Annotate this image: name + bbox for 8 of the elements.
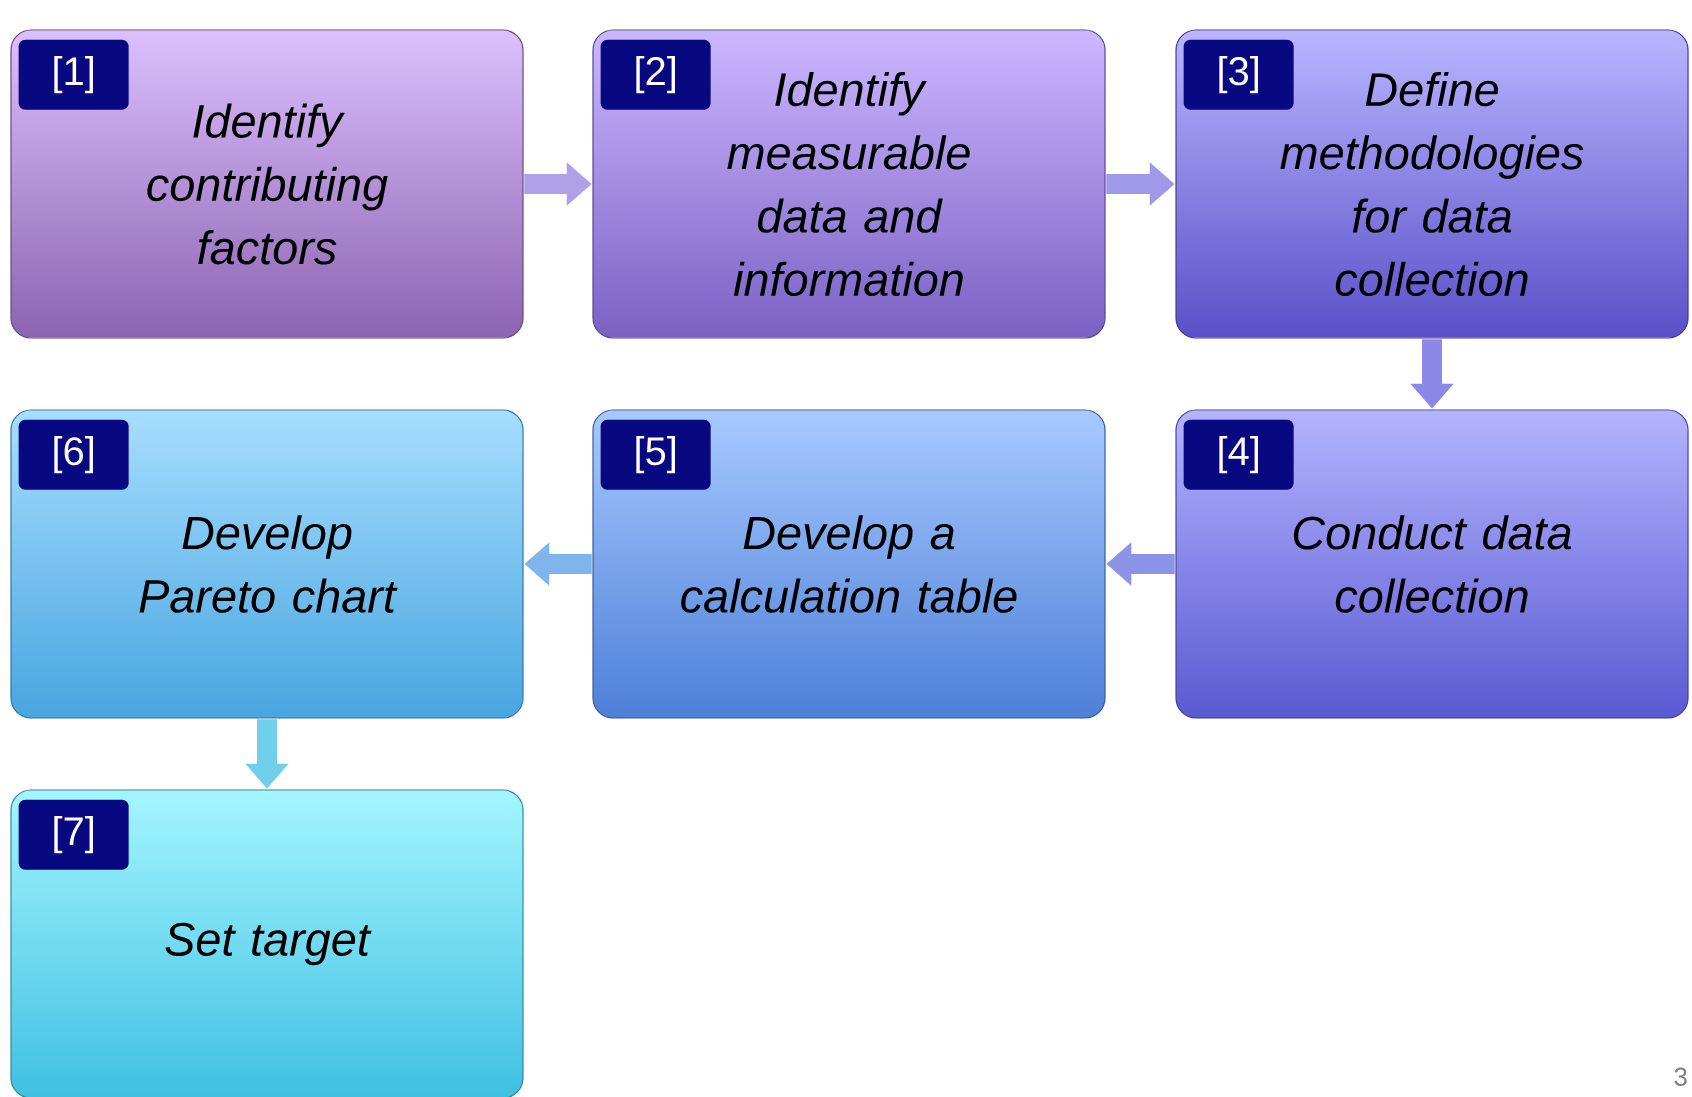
step-badge: [7] [18, 799, 129, 870]
step-badge: [4] [1183, 419, 1294, 490]
page-number: 3 [1674, 1067, 1687, 1086]
step-badge: [1] [18, 39, 129, 110]
step-badge: [5] [600, 419, 711, 490]
step-badge: [6] [18, 419, 129, 490]
step-badge: [3] [1183, 39, 1294, 110]
step-badge: [2] [600, 39, 711, 110]
